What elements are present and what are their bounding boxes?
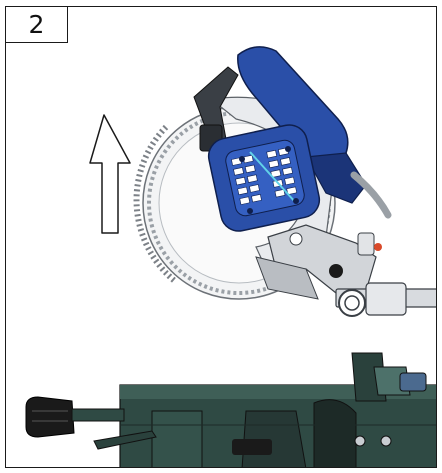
step-number-box: 2 xyxy=(6,7,68,43)
lock-lever xyxy=(93,430,157,450)
up-arrow-icon xyxy=(89,114,131,234)
saw-base xyxy=(119,352,436,467)
illustration-frame: 2 xyxy=(5,6,437,468)
slide-rail xyxy=(335,282,436,317)
front-handle xyxy=(25,396,125,438)
pivot-arm xyxy=(255,224,382,300)
step-number: 2 xyxy=(28,10,45,39)
motor-housing xyxy=(207,46,367,232)
power-cord xyxy=(350,171,392,219)
miter-saw-illustration xyxy=(25,46,436,467)
